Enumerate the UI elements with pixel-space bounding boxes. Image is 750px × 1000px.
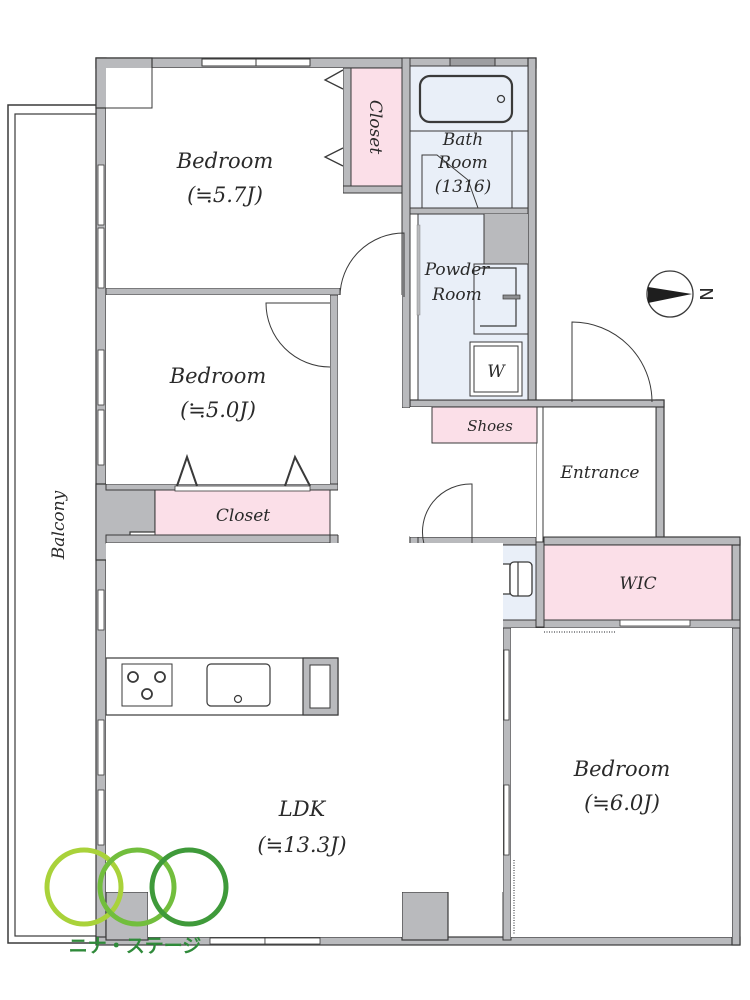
powder-label-1: Powder <box>424 260 490 280</box>
bedroom-top-size: (≒5.7J) <box>187 183 263 207</box>
room-bedroom-right: Bedroom (≒6.0J) <box>511 628 732 937</box>
ldk-size: (≒13.3J) <box>257 833 346 857</box>
shoes-label: Shoes <box>467 417 513 435</box>
bath-drain-icon <box>496 94 506 104</box>
logo-ring-1 <box>44 847 124 927</box>
wic-label: WIC <box>619 574 656 594</box>
windows-left <box>97 164 105 846</box>
closet-top-label: Closet <box>365 100 385 154</box>
washer-label: W <box>487 362 506 382</box>
washer-space: W <box>469 341 523 397</box>
ldk-name: LDK <box>278 797 327 821</box>
bedroom-right-name: Bedroom <box>573 757 671 781</box>
closet-mid-label: Closet <box>216 506 270 526</box>
bedroom-mid-name: Bedroom <box>169 364 267 388</box>
balcony-label: Balcony <box>49 490 69 560</box>
room-ldk: LDK (≒13.3J) <box>105 543 510 937</box>
entrance-label: Entrance <box>560 463 640 483</box>
bedroom-mid-size: (≒5.0J) <box>180 398 256 422</box>
room-entrance: Entrance <box>542 321 657 538</box>
logo-text: ニナ・ステージ <box>69 935 202 957</box>
window-top <box>201 57 496 67</box>
balcony: Balcony <box>7 104 101 944</box>
window-bottom <box>209 937 321 945</box>
sink-icon <box>206 663 271 707</box>
bath-label-3: (1316) <box>435 177 492 197</box>
room-bath: Bath Room (1316) <box>409 65 529 209</box>
bath-label-1: Bath <box>442 130 483 150</box>
room-bedroom-mid: Bedroom (≒5.0J) <box>106 232 405 484</box>
compass-north-label: N <box>695 287 716 300</box>
shoes-cabinet: Shoes <box>431 406 538 444</box>
room-wic: WIC <box>543 544 733 627</box>
vanity-sink-icon <box>473 263 529 335</box>
door-swing-toilet <box>421 483 473 545</box>
compass: N <box>646 270 716 318</box>
door-swing-bedroom-top <box>339 232 405 298</box>
logo-ring-2 <box>97 847 177 927</box>
room-bedroom-top: Bedroom (≒5.7J) <box>106 68 343 288</box>
bedroom-right-size: (≒6.0J) <box>584 791 660 815</box>
powder-label-2: Room <box>431 285 481 305</box>
logo-ring-3 <box>149 847 229 927</box>
closet-top: Closet <box>323 67 403 187</box>
closet-mid: Closet <box>154 453 331 536</box>
stove-icon <box>121 663 173 707</box>
kitchen-counter <box>105 657 339 716</box>
door-swing-entrance <box>571 321 653 403</box>
door-swing-bedroom-mid <box>265 302 331 368</box>
company-logo: ニナ・ステージ <box>44 847 229 957</box>
bedroom-top-name: Bedroom <box>176 149 274 173</box>
room-powder: W Powder Room <box>416 213 529 401</box>
bath-label-2: Room <box>437 153 487 173</box>
